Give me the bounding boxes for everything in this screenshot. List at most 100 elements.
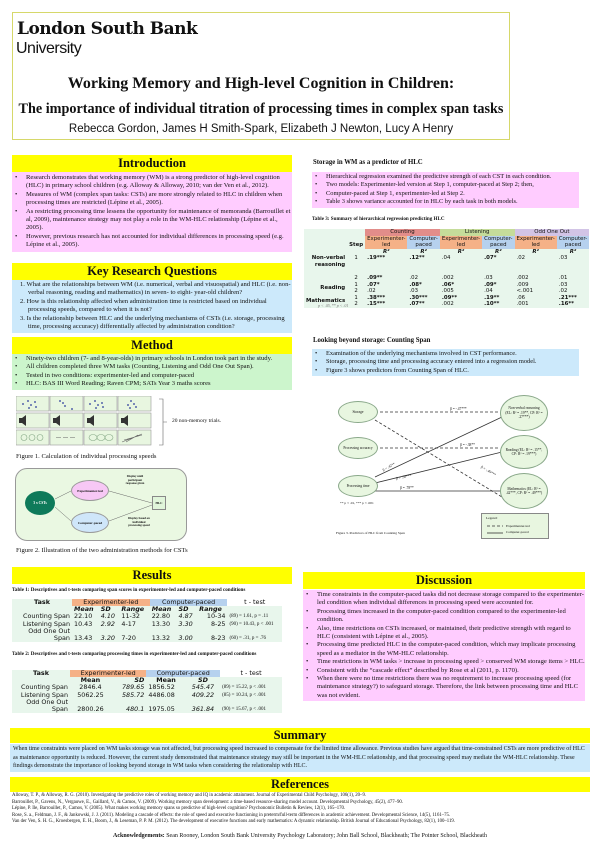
method-bullet: All children completed three WM tasks (C… bbox=[12, 363, 292, 372]
discussion-bullet: Also, time restrictions on CSTs increase… bbox=[303, 625, 585, 642]
method-bullet: Tested in two conditions: experimenter-l… bbox=[12, 372, 292, 381]
method-heading: Method bbox=[12, 337, 292, 354]
source-node: 3 x CSTs bbox=[25, 491, 55, 515]
table3-caption: Table 3: Summary of hierarchical regress… bbox=[312, 216, 445, 222]
reference-item: Van der Ven, S. H. G., Kroesbergen, E. H… bbox=[12, 819, 456, 825]
figure1-note: 20 non-memory trials. bbox=[172, 418, 222, 424]
node-non-verbal-reasoning: Non-verbal reasoning (EL: R² = .19**, CP… bbox=[500, 395, 548, 431]
col-mean: Mean bbox=[151, 605, 172, 614]
col-sd: SD bbox=[100, 605, 111, 614]
col-mean: Mean bbox=[74, 605, 94, 614]
table2-caption: Table 2: Descriptives and t-tests compar… bbox=[12, 651, 257, 657]
reference-item: Rose, S. a., Feldman, J. F., & Jankowski… bbox=[12, 812, 451, 818]
group-odd-one-out: Odd One Out bbox=[514, 229, 590, 236]
col-task: Task bbox=[12, 598, 72, 607]
question-item: 3. Is the relationship between HLC and t… bbox=[20, 314, 285, 331]
beyond-list: Examination of the underlying mechanisms… bbox=[312, 349, 579, 377]
group-computer-paced: Computer-paced bbox=[149, 598, 228, 607]
col-ttest: t - test bbox=[227, 598, 282, 607]
col-step: Step bbox=[349, 242, 364, 248]
table-row: Counting Span 22.10 4.10 11-32 22.80 4.8… bbox=[23, 612, 269, 621]
group-listening: Listening bbox=[439, 229, 515, 236]
discussion-bullet: Processing times increased in the comput… bbox=[303, 608, 585, 625]
figure3-legend: Legend: Experimenter-led Computer-paced bbox=[481, 513, 549, 539]
storage-bullet: Table 3 shows variance accounted for in … bbox=[312, 198, 579, 207]
intro-bullet: As restricting processing time lessens t… bbox=[12, 208, 292, 233]
storage-list: Hierarchical regression examined the pre… bbox=[312, 172, 579, 208]
ack-text: Sean Rooney, London South Bank Universit… bbox=[164, 833, 487, 839]
discussion-bullet: Time constraints in the computer-paced t… bbox=[303, 591, 585, 608]
significance-note: ** p < .01, *** p < .001 bbox=[340, 501, 374, 505]
method-bullet: Ninety-two children (7- and 8-year-olds)… bbox=[12, 355, 292, 364]
discussion-bullet: Time restrictions in WM tasks > increase… bbox=[303, 658, 585, 667]
figure2-diagram: 3 x CSTs Experimenter-led Computer-paced… bbox=[15, 468, 187, 541]
question-item: 1. What are the relationships between WM… bbox=[20, 281, 291, 297]
poster-header: London South Bank University Working Mem… bbox=[12, 12, 510, 140]
legend-experimenter-led: Experimenter-led bbox=[506, 524, 530, 528]
group-counting: Counting bbox=[365, 229, 440, 236]
poster-subtitle: The importance of individual titration o… bbox=[18, 101, 504, 117]
university-logo-line1: London South Bank bbox=[17, 19, 198, 39]
storage-bullet: Two models: Experimenter-led version at … bbox=[312, 181, 579, 190]
beyond-bullet: Figure 3 shows predictors from Counting … bbox=[312, 367, 579, 376]
node-processing-time: Processing time bbox=[338, 475, 378, 497]
figure3-path-diagram: Storage Processing accuracy Processing t… bbox=[330, 395, 590, 545]
storage-heading: Storage in WM as a predictor of HLC bbox=[313, 159, 423, 166]
university-logo-line2: University bbox=[16, 40, 82, 57]
method-list: Ninety-two children (7- and 8-year-olds)… bbox=[12, 354, 292, 390]
col-sd: SD bbox=[178, 605, 189, 614]
method-bullet: HLC: BAS III Word Reading; Raven CPM; SA… bbox=[12, 380, 292, 389]
reference-item: Lépine, P. Ile, Barrouillet, P., Camos, … bbox=[12, 806, 346, 812]
note-display-processing-speed: Display based on individual processing s… bbox=[128, 516, 150, 528]
figure1-caption: Figure 1. Calculation of individual proc… bbox=[16, 453, 157, 460]
intro-bullet: Measures of WM (complex span tasks: CSTs… bbox=[12, 191, 292, 208]
path-label: β = -.38** bbox=[460, 443, 475, 447]
research-questions-list: 1. What are the relationships between WM… bbox=[12, 280, 292, 334]
discussion-bullet: Consistent with the “cascade effect” des… bbox=[303, 667, 585, 676]
introduction-list: Research demonstrates that working memor… bbox=[12, 172, 292, 252]
discussion-list: Time constraints in the computer-paced t… bbox=[303, 590, 585, 702]
table-row: Listening Span 10.43 2.92 4-17 13.30 3.3… bbox=[22, 619, 274, 628]
hlc-box: HLC bbox=[152, 496, 166, 510]
path-label: β = .78** bbox=[400, 486, 414, 490]
references-list: Alloway, T. P., & Alloway, R. G. (2010).… bbox=[12, 793, 592, 826]
acknowledgements: Acknowledgements: Sean Rooney, London So… bbox=[0, 833, 600, 839]
storage-bullet: Computer-paced at Step 1, experimenter-l… bbox=[312, 190, 579, 199]
table-row: Mathematics 1 .38*** .30*** .09** .19** … bbox=[306, 294, 577, 304]
table3-regression: Counting Listening Odd One Out Step Expe… bbox=[304, 229, 590, 308]
research-questions-heading: Key Research Questions bbox=[12, 263, 292, 280]
table-row: Counting Span 2846.4 789.65 1856.52 545.… bbox=[21, 683, 267, 692]
discussion-bullet: When there were no time restrictions the… bbox=[303, 675, 585, 700]
table3-footnote: p < .05, ** p < .01 bbox=[318, 303, 349, 308]
discussion-heading: Discussion bbox=[303, 572, 585, 589]
table1-caption: Table 1: Descriptives and t-tests compar… bbox=[12, 587, 246, 593]
table-row: 2 .09** .02 .002 .03 .002 .01 bbox=[354, 275, 568, 281]
summary-heading: Summary bbox=[10, 728, 590, 743]
table-row: 2 .15*** .07** .002 .10** .001 .16** bbox=[354, 301, 574, 307]
references-heading: References bbox=[10, 777, 590, 792]
computer-paced-node: Computer-paced bbox=[71, 512, 109, 533]
authors: Rebecca Gordon, James H Smith-Spark, Eli… bbox=[68, 123, 454, 135]
table-row: Odd One Out Span 2800.26 480.1 1975.05 3… bbox=[26, 697, 267, 714]
ack-label: Acknowledgements: bbox=[113, 833, 165, 839]
reference-item: Barrouillet, P., Gavens, N., Vergauwe, E… bbox=[12, 799, 404, 805]
intro-bullet: However, previous research has not accou… bbox=[12, 233, 292, 250]
legend-computer-paced: Computer-paced bbox=[506, 530, 529, 534]
note-display-until-response: Display until participant response given bbox=[125, 474, 145, 486]
figure2-caption: Figure 2. Illustration of the two admini… bbox=[16, 547, 188, 554]
path-label: β = -.47*** bbox=[450, 407, 467, 411]
group-experimenter-led: Experimenter-led bbox=[72, 598, 150, 607]
table-row: Reading 1 .07* .08* .06* .09* .009 .03 bbox=[320, 281, 568, 291]
figure1-bracket bbox=[159, 398, 167, 446]
experimenter-led-node: Experimenter-led bbox=[71, 480, 109, 501]
poster-title: Working Memory and High-level Cognition … bbox=[67, 75, 455, 92]
figure3-caption: Figure 3. Predictors of HLC from Countin… bbox=[336, 531, 405, 535]
question-item: 2. How is this relationship affected whe… bbox=[20, 297, 267, 314]
table-row: Non-verbal reasoning 1 .19*** .12** .04 … bbox=[311, 255, 568, 268]
reference-item: Alloway, T. P., & Alloway, R. G. (2010).… bbox=[12, 793, 367, 798]
results-heading: Results bbox=[12, 567, 292, 584]
node-storage: Storage bbox=[338, 401, 378, 423]
figure1-trials-grid bbox=[15, 395, 152, 446]
storage-bullet: Hierarchical regression examined the pre… bbox=[312, 173, 579, 182]
table-row: Listening Span 5062.25 585.72 4486.08 40… bbox=[20, 690, 267, 699]
